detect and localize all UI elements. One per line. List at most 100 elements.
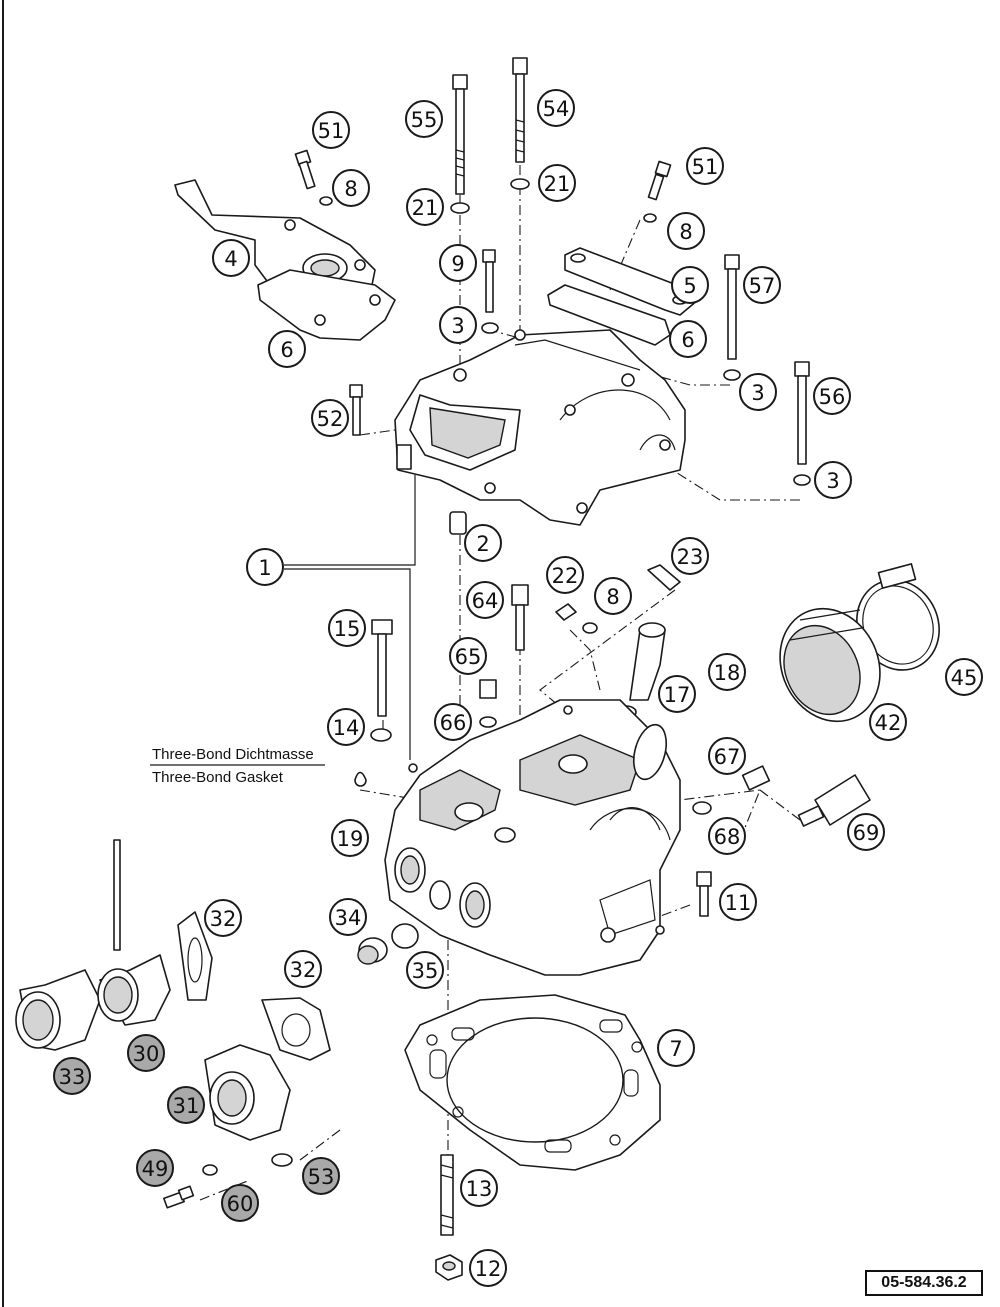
drawing-number: 05-584.36.2 [865, 1270, 983, 1296]
callout-circle [537, 89, 575, 127]
callout-22: 22 [546, 556, 584, 594]
dowel-2 [449, 511, 467, 535]
callout-21: 21 [538, 164, 576, 202]
callout-label: 2 [476, 532, 489, 556]
callout-8: 8 [332, 169, 370, 207]
callout-label: 35 [412, 959, 439, 983]
head-gasket-7 [404, 994, 661, 1171]
callout-52: 52 [311, 399, 349, 437]
callout-label: 6 [681, 328, 694, 352]
callout-label: 5 [683, 274, 696, 298]
callout-51: 51 [686, 147, 724, 185]
plug-67 [741, 765, 771, 791]
callout-label: 33 [59, 1065, 86, 1089]
callout-circle [671, 266, 709, 304]
callout-35: 35 [406, 951, 444, 989]
callout-circle [671, 537, 709, 575]
callout-label: 54 [543, 97, 570, 121]
callout-circle [743, 266, 781, 304]
bolt-51-left [294, 149, 333, 206]
callout-circle [669, 320, 707, 358]
callout-circle [657, 1029, 695, 1067]
callout-21: 21 [406, 188, 444, 226]
callout-32: 32 [284, 950, 322, 988]
callout-13: 13 [460, 1169, 498, 1207]
callout-label: 51 [318, 119, 345, 143]
callout-circle [439, 306, 477, 344]
callout-label: 67 [714, 745, 741, 769]
bolt-49 [163, 1185, 195, 1209]
callout-5: 5 [671, 266, 709, 304]
callout-label: 60 [227, 1192, 254, 1216]
exhaust-flange-33 [15, 969, 101, 1051]
callout-7: 7 [657, 1029, 695, 1067]
callout-circle [212, 239, 250, 277]
callout-66: 66 [434, 703, 472, 741]
callout-label: 6 [280, 338, 293, 362]
callout-circle [466, 581, 504, 619]
callout-54: 54 [537, 89, 575, 127]
callout-circle [460, 1169, 498, 1207]
callout-label: 11 [725, 891, 752, 915]
callout-circle [439, 244, 477, 282]
callout-1: 1 [246, 548, 284, 586]
callout-label: 56 [819, 385, 846, 409]
callout-label: 65 [455, 645, 482, 669]
callout-label: 18 [714, 661, 741, 685]
callout-6: 6 [669, 320, 707, 358]
callout-3: 3 [739, 373, 777, 411]
callout-label: 3 [451, 314, 464, 338]
callout-55: 55 [405, 100, 443, 138]
plug-65 [479, 679, 497, 728]
bolt-54 [510, 57, 530, 190]
camshaft-carrier [394, 329, 686, 526]
callout-circle [708, 737, 746, 775]
callout-18: 18 [708, 653, 746, 691]
callout-circle [328, 609, 366, 647]
callout-60: 60 [221, 1184, 259, 1222]
callout-circle [312, 111, 350, 149]
callout-circle [284, 950, 322, 988]
callout-8: 8 [594, 577, 632, 615]
sensor-23 [647, 564, 681, 591]
callout-69: 69 [847, 813, 885, 851]
callout-circle [686, 147, 724, 185]
callout-circle [311, 399, 349, 437]
callout-circle [464, 524, 502, 562]
callout-circle [434, 703, 472, 741]
callout-circle [167, 1086, 205, 1124]
callout-circle [708, 653, 746, 691]
callout-label: 30 [133, 1042, 160, 1066]
bolt-55 [450, 74, 470, 214]
callout-label: 8 [606, 585, 619, 609]
callout-19: 19 [331, 819, 369, 857]
plug-34 [357, 937, 388, 965]
callout-31: 31 [167, 1086, 205, 1124]
bolt-9 [481, 249, 499, 334]
water-outlet-gasket [257, 269, 396, 341]
callout-67: 67 [708, 737, 746, 775]
callout-circle [406, 951, 444, 989]
callout-68: 68 [708, 817, 746, 855]
callout-57: 57 [743, 266, 781, 304]
callout-12: 12 [469, 1249, 507, 1287]
leader-1 [284, 475, 416, 566]
spark-plug-tube-18 [629, 622, 666, 701]
callout-2: 2 [464, 524, 502, 562]
callout-label: 19 [337, 827, 364, 851]
callout-label: 21 [544, 172, 571, 196]
callout-circle [813, 377, 851, 415]
callout-51: 51 [312, 111, 350, 149]
nut-12 [435, 1254, 463, 1281]
screw-22 [555, 603, 598, 634]
callout-label: 9 [451, 252, 464, 276]
callout-label: 1 [258, 556, 271, 580]
callout-circle [449, 637, 487, 675]
callout-circle [667, 212, 705, 250]
sensor-64 [511, 584, 529, 651]
clip-53 [271, 1153, 293, 1167]
callout-circle [268, 330, 306, 368]
callout-label: 13 [466, 1177, 493, 1201]
